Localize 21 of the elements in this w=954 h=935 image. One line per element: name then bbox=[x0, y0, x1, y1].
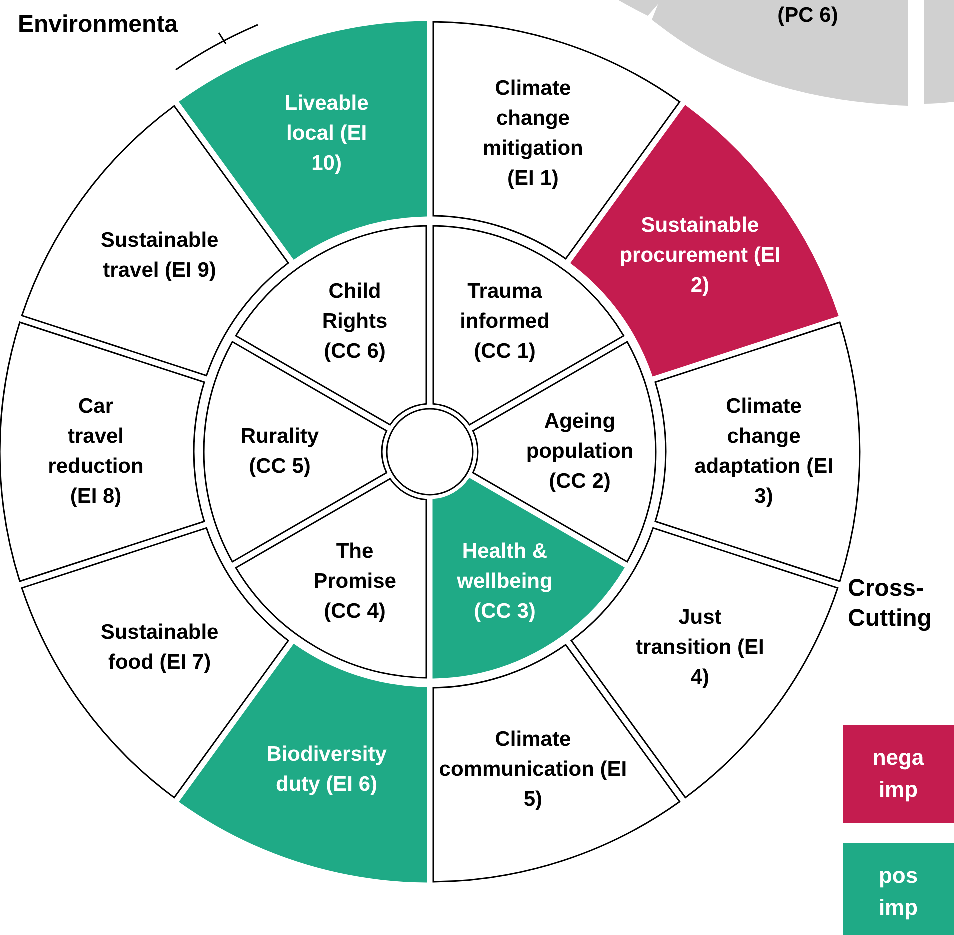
segment-label: Ageing population (CC 2) bbox=[525, 409, 635, 495]
segment-label: Sustainable procurement (EI 2) bbox=[618, 212, 782, 299]
segment-label: Rurality (CC 5) bbox=[240, 424, 320, 480]
segment-label: Trauma informed (CC 1) bbox=[459, 279, 551, 366]
segment-label: Climate change adaptation (EI 3) bbox=[694, 394, 834, 510]
segment-label: The Promise (CC 4) bbox=[312, 538, 398, 625]
segment-label: Just transition (EI 4) bbox=[635, 605, 766, 692]
segment-label: Climate change mitigation (EI 1) bbox=[482, 76, 584, 192]
segment-label: Sustainable travel (EI 9) bbox=[100, 228, 220, 284]
segment-label: Car travel reduction (EI 8) bbox=[48, 394, 144, 510]
segment-label: Sustainable food (EI 7) bbox=[100, 620, 220, 676]
segment-label: Liveable local (EI 10) bbox=[284, 91, 370, 178]
section-heading: Cross- Cutting bbox=[848, 574, 933, 634]
legend-text: nega imp bbox=[872, 744, 926, 804]
segment-label: Child Rights (CC 6) bbox=[321, 279, 389, 366]
section-heading: Environmenta bbox=[18, 10, 178, 40]
segment-label: Health & wellbeing (CC 3) bbox=[456, 538, 554, 625]
segment-label: Biodiversity duty (EI 6) bbox=[266, 742, 388, 798]
legend-text: pos imp bbox=[878, 862, 920, 922]
segment-label: Climate communication (EI 5) bbox=[438, 726, 628, 813]
segment-label: (PC 6) bbox=[776, 3, 840, 29]
